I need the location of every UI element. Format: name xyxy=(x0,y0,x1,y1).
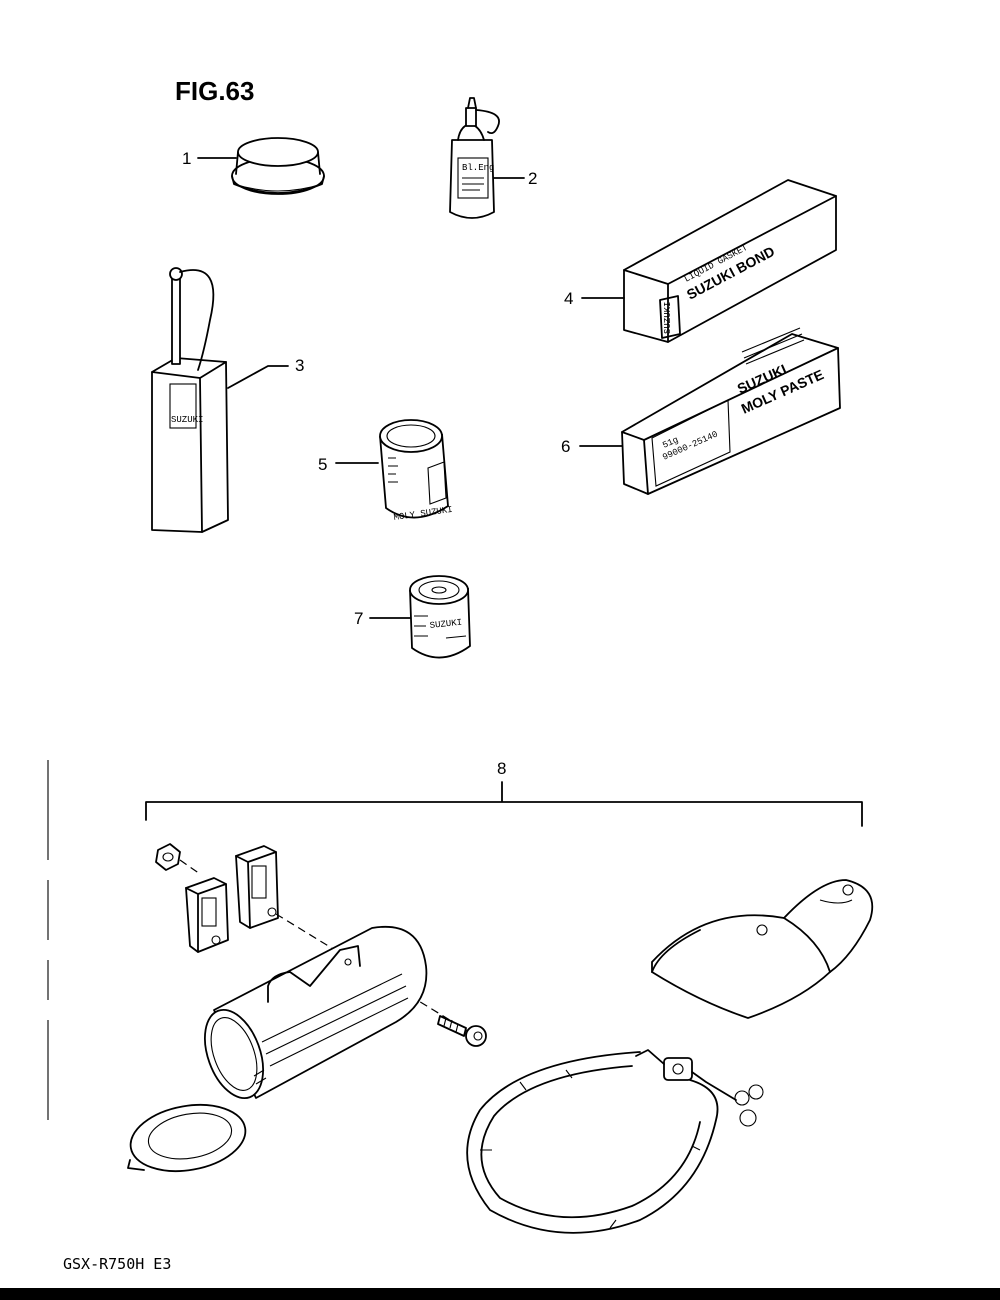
callout-5: 5 xyxy=(318,455,327,474)
item-8-toolkit xyxy=(127,843,874,1234)
item-7-small-can: SUZUKI xyxy=(409,575,471,659)
lock-cable xyxy=(466,1049,764,1234)
item-1-grease xyxy=(231,137,325,195)
bolt xyxy=(437,1015,487,1047)
clamp-left xyxy=(185,877,229,953)
callout-8: 8 xyxy=(497,759,506,778)
item-4-logo: SUZUKI xyxy=(663,302,673,334)
callout-2: 2 xyxy=(528,169,537,188)
callout-3: 3 xyxy=(295,356,304,375)
item-3-label: SUZUKI xyxy=(171,415,203,425)
callout-6: 6 xyxy=(561,437,570,456)
tool-canister xyxy=(204,926,428,1100)
tool-bag xyxy=(651,879,874,1019)
item-2-bottle: Bl.Eng xyxy=(449,97,500,219)
bracket-8 xyxy=(145,781,863,827)
item-5-moly-can: MOLY SUZUKI xyxy=(379,419,453,523)
canister-cap xyxy=(127,1104,247,1172)
item-6-moly-paste-box: 51g 99000-25140 SUZUKI MOLY PASTE xyxy=(621,327,841,495)
callout-4: 4 xyxy=(564,289,573,308)
item-7-label: SUZUKI xyxy=(429,618,462,631)
figure-title: FIG.63 xyxy=(175,76,254,106)
item-2-label: Bl.Eng xyxy=(462,163,494,173)
leader-3 xyxy=(227,365,289,389)
clamp-right xyxy=(235,845,279,929)
callout-1: 1 xyxy=(182,149,191,168)
model-code: GSX-R750H E3 xyxy=(63,1255,172,1273)
bottom-border-bar xyxy=(0,1288,1000,1300)
item-3-tall-can: SUZUKI xyxy=(151,267,229,533)
item-4-bond-box: LIQUID GASKET SUZUKI BOND SUZUKI xyxy=(623,179,837,343)
callout-7: 7 xyxy=(354,609,363,628)
nut xyxy=(155,843,201,875)
